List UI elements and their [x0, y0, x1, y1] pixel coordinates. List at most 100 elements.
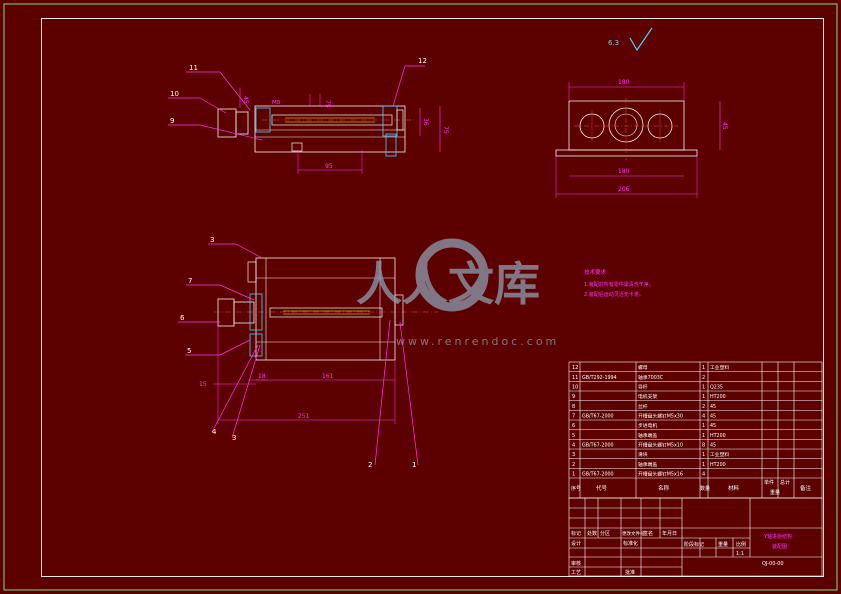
tb-process: 工艺 — [571, 570, 581, 576]
front-balloon-3a: 3 — [210, 236, 214, 244]
front-balloon-1: 1 — [412, 461, 416, 469]
table-cell-qty: 2 — [702, 375, 705, 381]
table-cell-code: GB/T67-2000 — [582, 414, 614, 420]
tb-scale-label: 比例 — [736, 541, 746, 548]
top-balloon-10: 10 — [170, 90, 179, 98]
table-cell-no: 1 — [572, 472, 575, 478]
table-cell-no: 3 — [572, 452, 575, 458]
tb-review: 审核 — [571, 560, 581, 567]
table-cell-qty: 4 — [702, 414, 705, 420]
table-cell-name: 滑块 — [638, 451, 648, 458]
outer-border — [3, 3, 838, 591]
table-cell-no: 8 — [572, 404, 575, 410]
title-block-text: 标记 处数 分区 更改文件号 签名 年月日 设计 标准化 审核 工艺 批准 阶段… — [571, 530, 792, 576]
header-single: 单件 — [764, 479, 774, 486]
table-cell-name: 螺母 — [638, 364, 648, 371]
table-cell-qty: 1 — [702, 433, 705, 439]
table-cell-no: 6 — [572, 423, 575, 429]
header-name: 名称 — [658, 484, 670, 492]
rev-h-4: 签名 — [643, 530, 653, 537]
table-cell-no: 12 — [572, 365, 578, 371]
top-base — [254, 105, 406, 153]
tb-weight: 重量 — [718, 541, 728, 548]
table-cell-qty: 8 — [702, 443, 705, 449]
table-cell-no: 7 — [572, 414, 575, 420]
front-balloon-5: 5 — [187, 347, 191, 355]
rev-h-2: 分区 — [600, 530, 610, 537]
header-no: 序号 — [571, 485, 581, 492]
table-cell-name: 开槽盘头螺钉M5x30 — [638, 413, 683, 420]
rev-h-5: 年月日 — [662, 530, 677, 537]
table-cell-no: 2 — [572, 462, 575, 468]
surface-check-icon — [629, 27, 653, 52]
notes-title: 技术要求 — [584, 268, 607, 276]
watermark-logo-icon — [415, 238, 489, 312]
end-dim-bottom: 206 — [618, 186, 630, 193]
header-code: 代号 — [596, 484, 608, 492]
table-cell-no: 10 — [572, 385, 578, 391]
top-dim-75b: 75 — [324, 100, 331, 108]
inner-frame — [41, 18, 824, 577]
table-cell-qty: 1 — [702, 385, 705, 391]
top-balloon-12: 12 — [418, 57, 427, 65]
front-view: 3 7 6 5 4 3 2 1 15 18 161 251 — [178, 236, 438, 469]
top-dim-75: 75 — [442, 126, 449, 134]
table-cell-name: 电机支架 — [638, 393, 657, 400]
table-cell-material: 工业塑料 — [710, 364, 729, 371]
top-balloon-11: 11 — [189, 64, 198, 72]
watermark-url: www.renrendoc.com — [396, 335, 559, 348]
table-cell-name: 轴承端盖 — [638, 461, 657, 468]
notes-line-1: 1.装配前所有零件需清洗干净。 — [584, 281, 654, 288]
table-cell-name: 导杆 — [638, 384, 648, 391]
table-cell-material: 45 — [710, 443, 716, 449]
table-cell-name: 丝杆 — [638, 403, 648, 410]
front-dim-15: 15 — [199, 381, 207, 388]
watermark: 人人文库 www.renrendoc.com — [356, 238, 559, 348]
table-cell-code: GB/T67-2000 — [582, 443, 614, 449]
table-cell-material: HT200 — [710, 433, 726, 439]
table-cell-material: HT200 — [710, 394, 726, 400]
tb-approve: 批准 — [625, 569, 635, 576]
front-balloon-6: 6 — [180, 314, 185, 322]
parts-table — [568, 361, 823, 499]
table-cell-material: 45 — [710, 404, 716, 410]
technical-notes: 技术要求 1.装配前所有零件需清洗干净。 2.装配后运动灵活无卡滞。 — [584, 268, 654, 298]
table-cell-qty: 1 — [702, 365, 705, 371]
surface-finish-label: 6.3 — [608, 39, 619, 47]
tb-stage: 阶段标记 — [684, 541, 704, 548]
front-balloon-2: 2 — [368, 461, 372, 469]
front-dim-251: 251 — [298, 413, 310, 420]
table-cell-material: 工业塑料 — [710, 451, 729, 458]
header-material: 材料 — [728, 484, 740, 492]
motor-flange — [235, 111, 249, 135]
table-cell-no: 4 — [572, 443, 575, 449]
top-balloon-9: 9 — [170, 117, 174, 125]
notes-line-2: 2.装配后运动灵活无卡滞。 — [584, 291, 644, 298]
tb-standardize: 标准化 — [623, 540, 638, 547]
parts-table-header: 序号 代号 名称 数量 材料 单件 总计 重量 备注 — [569, 477, 822, 496]
surface-finish-symbol: 6.3 — [608, 27, 653, 52]
tb-part-sub: 装配图 — [772, 543, 787, 550]
table-cell-material: Q235 — [710, 385, 723, 391]
table-cell-material: 45 — [710, 423, 716, 429]
front-dim-161: 161 — [322, 373, 334, 380]
top-dim-36: 36 — [422, 118, 429, 126]
end-dim-right: 45 — [721, 122, 728, 130]
table-cell-name: 步进电机 — [638, 422, 657, 429]
end-dim-mid: 180 — [618, 168, 630, 175]
table-cell-no: 5 — [572, 433, 575, 439]
front-lead-screw — [269, 307, 383, 318]
end-dim-top: 180 — [618, 79, 630, 86]
rev-h-0: 标记 — [571, 530, 581, 537]
top-dim-95: 95 — [325, 163, 333, 170]
title-block — [568, 497, 823, 577]
table-cell-code: GB/T292-1994 — [582, 375, 617, 381]
front-dim-18: 18 — [258, 373, 266, 380]
top-view: 11 10 9 12 45 95 36 75 75 M8 — [168, 57, 449, 174]
tb-scale: 1:1 — [736, 551, 744, 557]
top-dim-45: 45 — [242, 96, 249, 104]
end-view: 180 180 45 206 — [555, 79, 728, 198]
header-total: 总计 — [780, 479, 790, 486]
